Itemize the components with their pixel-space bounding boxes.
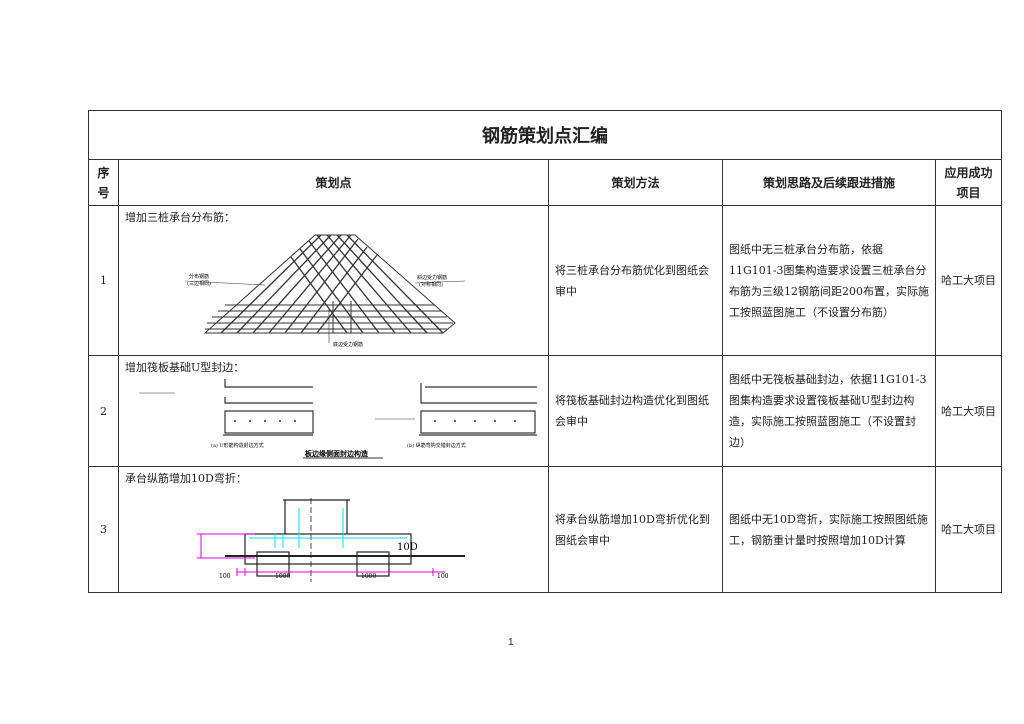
pile-cap-bend-figure: 10D 100 1000 1000 100: [197, 498, 465, 582]
point-text: 承台纵筋增加10D弯折：: [125, 472, 247, 485]
header-seq: 序号: [88, 159, 119, 206]
fig3-dim-mid1: 1000: [275, 573, 290, 580]
row-point: 承台纵筋增加10D弯折： 10D 100 1000 1000 100: [118, 466, 549, 593]
fig2-title: 板边缘侧面封边构造: [305, 449, 369, 458]
header-method: 策划方法: [548, 159, 723, 206]
fig2-caption-a: (a) U形筋构造封边方式: [211, 442, 264, 449]
row-idea: 图纸中无筏板基础封边，依据11G101-3图集构造要求设置筏板基础U型封边构造，…: [722, 355, 936, 467]
fig3-bend-label: 10D: [397, 542, 418, 553]
point-text: 增加三桩承台分布筋：: [125, 211, 235, 224]
table-row: 2 增加筏板基础U型封边： (a) U形筋构造封边方式 (b) 纵筋弯钩交错封边…: [88, 355, 1003, 467]
fig1-label-right-sub: (对称相同): [419, 281, 443, 288]
table-title: 钢筋策划点汇编: [87, 110, 1003, 160]
row-method: 将三桩承台分布筋优化到图纸会审中: [548, 205, 723, 356]
table-row: 3 承台纵筋增加10D弯折： 10D 100 1000 1000 100: [88, 466, 1003, 593]
row-point: 增加筏板基础U型封边： (a) U形筋构造封边方式 (b) 纵筋弯钩交错封边方式…: [118, 355, 549, 467]
fig1-label-bottom: 底边受力钢筋: [333, 341, 363, 348]
row-point: 增加三桩承台分布筋： 分布钢筋 (三边相同) 斜边受力钢筋 (对称相同) 底边受…: [118, 205, 549, 356]
raft-edge-figure: (a) U形筋构造封边方式 (b) 纵筋弯钩交错封边方式 板边缘侧面封边构造: [139, 379, 537, 459]
header-idea: 策划思路及后续跟进措施: [722, 159, 936, 206]
fig2-caption-b: (b) 纵筋弯钩交错封边方式: [407, 442, 466, 449]
row-idea: 图纸中无10D弯折，实际施工按照图纸施工，钢筋重计量时按照增加10D计算: [722, 466, 936, 593]
header-point: 策划点: [118, 159, 549, 206]
row-seq: 2: [88, 355, 119, 467]
header-project: 应用成功项目: [934, 159, 1003, 206]
fig3-dim-mid2: 1000: [361, 573, 376, 580]
fig1-label-left: 分布钢筋: [189, 273, 209, 280]
row-seq: 1: [88, 205, 119, 356]
row-method: 将筏板基础封边构造优化到图纸会审中: [548, 355, 723, 467]
row-idea: 图纸中无三桩承台分布筋，依据11G101-3图集构造要求设置三桩承台分布筋为三级…: [722, 205, 936, 356]
fig3-dim-right: 100: [437, 573, 449, 580]
three-pile-cap-figure: 分布钢筋 (三边相同) 斜边受力钢筋 (对称相同) 底边受力钢筋: [184, 234, 466, 348]
row-project: 哈工大项目: [934, 466, 1003, 593]
fig1-label-right: 斜边受力钢筋: [417, 274, 447, 281]
row-method: 将承台纵筋增加10D弯折优化到图纸会审中: [548, 466, 723, 593]
point-text: 增加筏板基础U型封边：: [125, 361, 245, 374]
row-project: 哈工大项目: [934, 355, 1003, 467]
row-project: 哈工大项目: [934, 205, 1003, 356]
fig3-dim-left: 100: [219, 573, 231, 580]
planning-table: 钢筋策划点汇编 序号 策划点 策划方法 策划思路及后续跟进措施 应用成功项目 1…: [87, 110, 1003, 593]
page-number: 1: [508, 637, 514, 648]
table-row: 1 增加三桩承台分布筋： 分布钢筋 (三边相同) 斜边受力钢筋 (对称相同): [88, 205, 1003, 356]
row-seq: 3: [88, 466, 119, 593]
fig1-label-left-sub: (三边相同): [187, 280, 211, 287]
